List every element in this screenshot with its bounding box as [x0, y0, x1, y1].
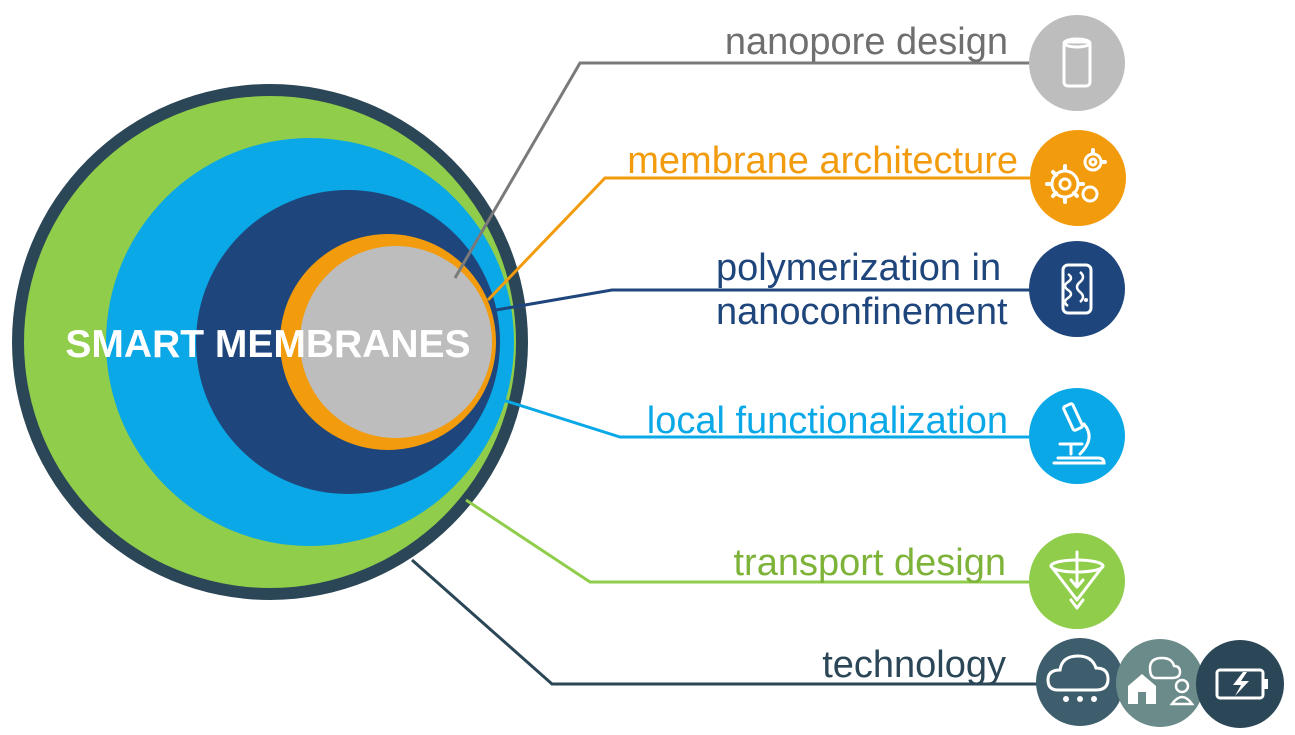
label-polymerization-line1: polymerization in: [716, 247, 1001, 289]
battery-icon: [1196, 640, 1284, 728]
connector-technology: [411, 558, 1045, 686]
connector-lines: [411, 61, 1045, 686]
label-transport-design: transport design: [734, 542, 1007, 584]
filled-pore-icon: [1029, 241, 1125, 337]
label-polymerization-line2: nanoconfinement: [716, 291, 1008, 333]
cylinder-icon: [1029, 15, 1125, 111]
core-circle: [300, 246, 492, 438]
connector-polymerization: [495, 288, 1030, 312]
label-membrane-architecture: membrane architecture: [627, 140, 1018, 182]
microscope-icon: [1029, 388, 1125, 484]
label-local-functionalization: local functionalization: [647, 400, 1008, 442]
labels: nanopore design membrane architecture po…: [627, 21, 1018, 686]
connector-functionalization: [502, 398, 1030, 439]
smart-home-icon: [1116, 639, 1204, 727]
connector-transport: [465, 498, 1030, 584]
gears-icon: [1030, 130, 1126, 226]
cloud-icon: [1036, 638, 1124, 726]
diagram-title: SMART MEMBRANES: [65, 323, 470, 366]
membrane-rings: [12, 84, 528, 600]
connector-nanopore: [453, 61, 1030, 279]
connector-architecture: [486, 176, 1030, 302]
funnel-icon: [1029, 533, 1125, 629]
label-technology: technology: [822, 644, 1006, 686]
label-nanopore-design: nanopore design: [725, 21, 1008, 63]
